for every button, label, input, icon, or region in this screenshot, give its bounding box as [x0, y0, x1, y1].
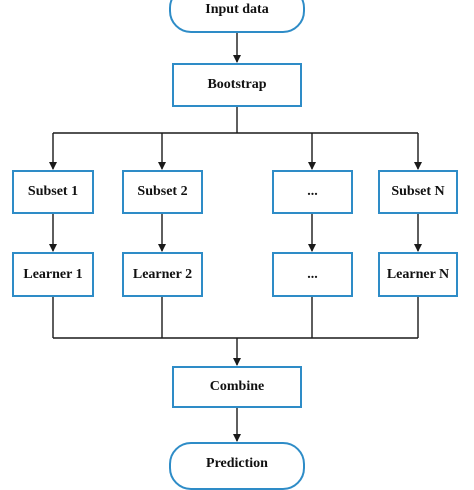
subset-node-1: Subset 1 — [12, 170, 94, 214]
combine-node: Combine — [172, 366, 302, 408]
learner-node-1: Learner 1 — [12, 252, 94, 297]
learner-node-n: Learner N — [378, 252, 458, 297]
subset-node-2: Subset 2 — [122, 170, 203, 214]
subset-node-n: Subset N — [378, 170, 458, 214]
subset-node-ellipsis: ... — [272, 170, 353, 214]
learner-node-2: Learner 2 — [122, 252, 203, 297]
input-data-node: Input data — [169, 0, 305, 33]
bootstrap-node: Bootstrap — [172, 63, 302, 107]
prediction-node: Prediction — [169, 442, 305, 490]
bagging-flowchart: Input data Bootstrap Subset 1 Subset 2 .… — [12, 0, 458, 490]
learner-node-ellipsis: ... — [272, 252, 353, 297]
connector-lines — [49, 33, 422, 442]
